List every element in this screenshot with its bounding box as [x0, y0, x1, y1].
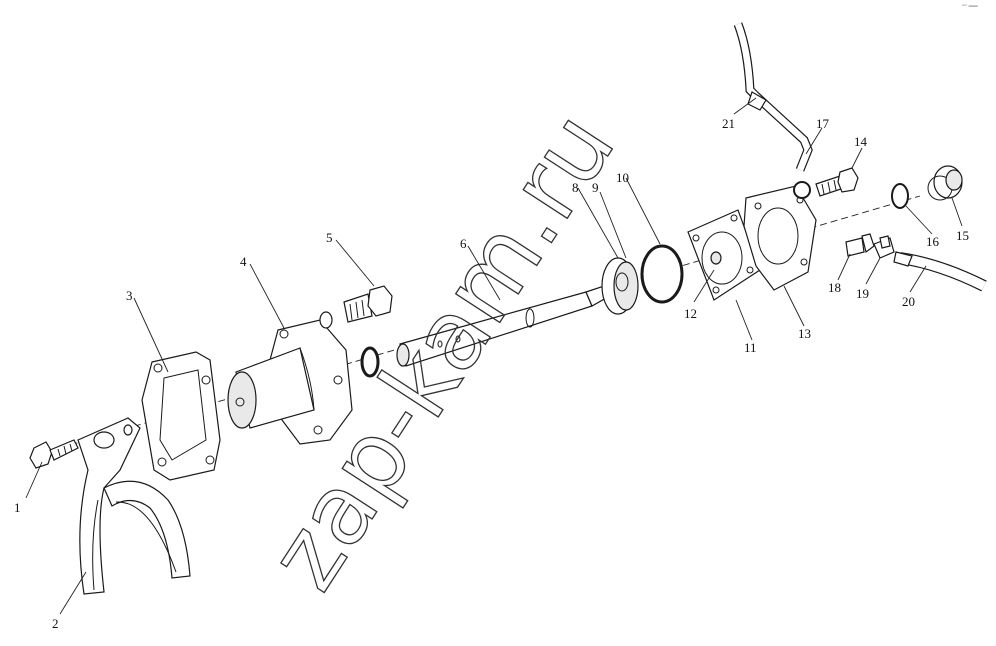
callout-2: 2 [52, 616, 59, 631]
callout-19: 19 [856, 286, 869, 301]
callout-4: 4 [240, 254, 247, 269]
callout-1: 1 [14, 500, 21, 515]
callout-8: 8 [572, 180, 579, 195]
o-ring-small [891, 183, 909, 209]
leader-lines [25, 97, 963, 615]
housing-bolt [319, 285, 393, 329]
corner-mark: ᵃᵐ ═══ [962, 4, 979, 10]
callout-5: 5 [326, 230, 333, 245]
callout-14: 14 [854, 134, 868, 149]
breather-cap [927, 165, 963, 201]
callout-11: 11 [744, 340, 757, 355]
seal-ring [640, 244, 684, 304]
callout-21: 21 [722, 116, 735, 131]
callout-6: 6 [460, 236, 467, 251]
cylinder-housing [227, 319, 353, 445]
gasket [141, 351, 221, 481]
washer-ring [793, 181, 811, 199]
air-pipe [733, 22, 813, 172]
callout-17: 17 [816, 116, 830, 131]
o-ring [360, 346, 380, 378]
shift-fork [77, 417, 191, 595]
callout-10: 10 [616, 170, 629, 185]
callout-18: 18 [828, 280, 841, 295]
piston [601, 257, 639, 315]
fitting-elbow [845, 233, 875, 257]
callout-3: 3 [126, 288, 133, 303]
end-bolt [815, 167, 859, 197]
callout-15: 15 [956, 228, 969, 243]
callout-16: 16 [926, 234, 940, 249]
callout-labels: 1 2 3 4 5 6 8 9 10 11 12 13 14 15 16 17 … [14, 116, 969, 631]
tee-fitting [873, 235, 895, 259]
callout-20: 20 [902, 294, 915, 309]
fork-bolt [29, 439, 79, 469]
callout-12: 12 [684, 306, 697, 321]
callout-9: 9 [592, 180, 599, 195]
callout-13: 13 [798, 326, 811, 341]
end-housing [743, 185, 817, 291]
